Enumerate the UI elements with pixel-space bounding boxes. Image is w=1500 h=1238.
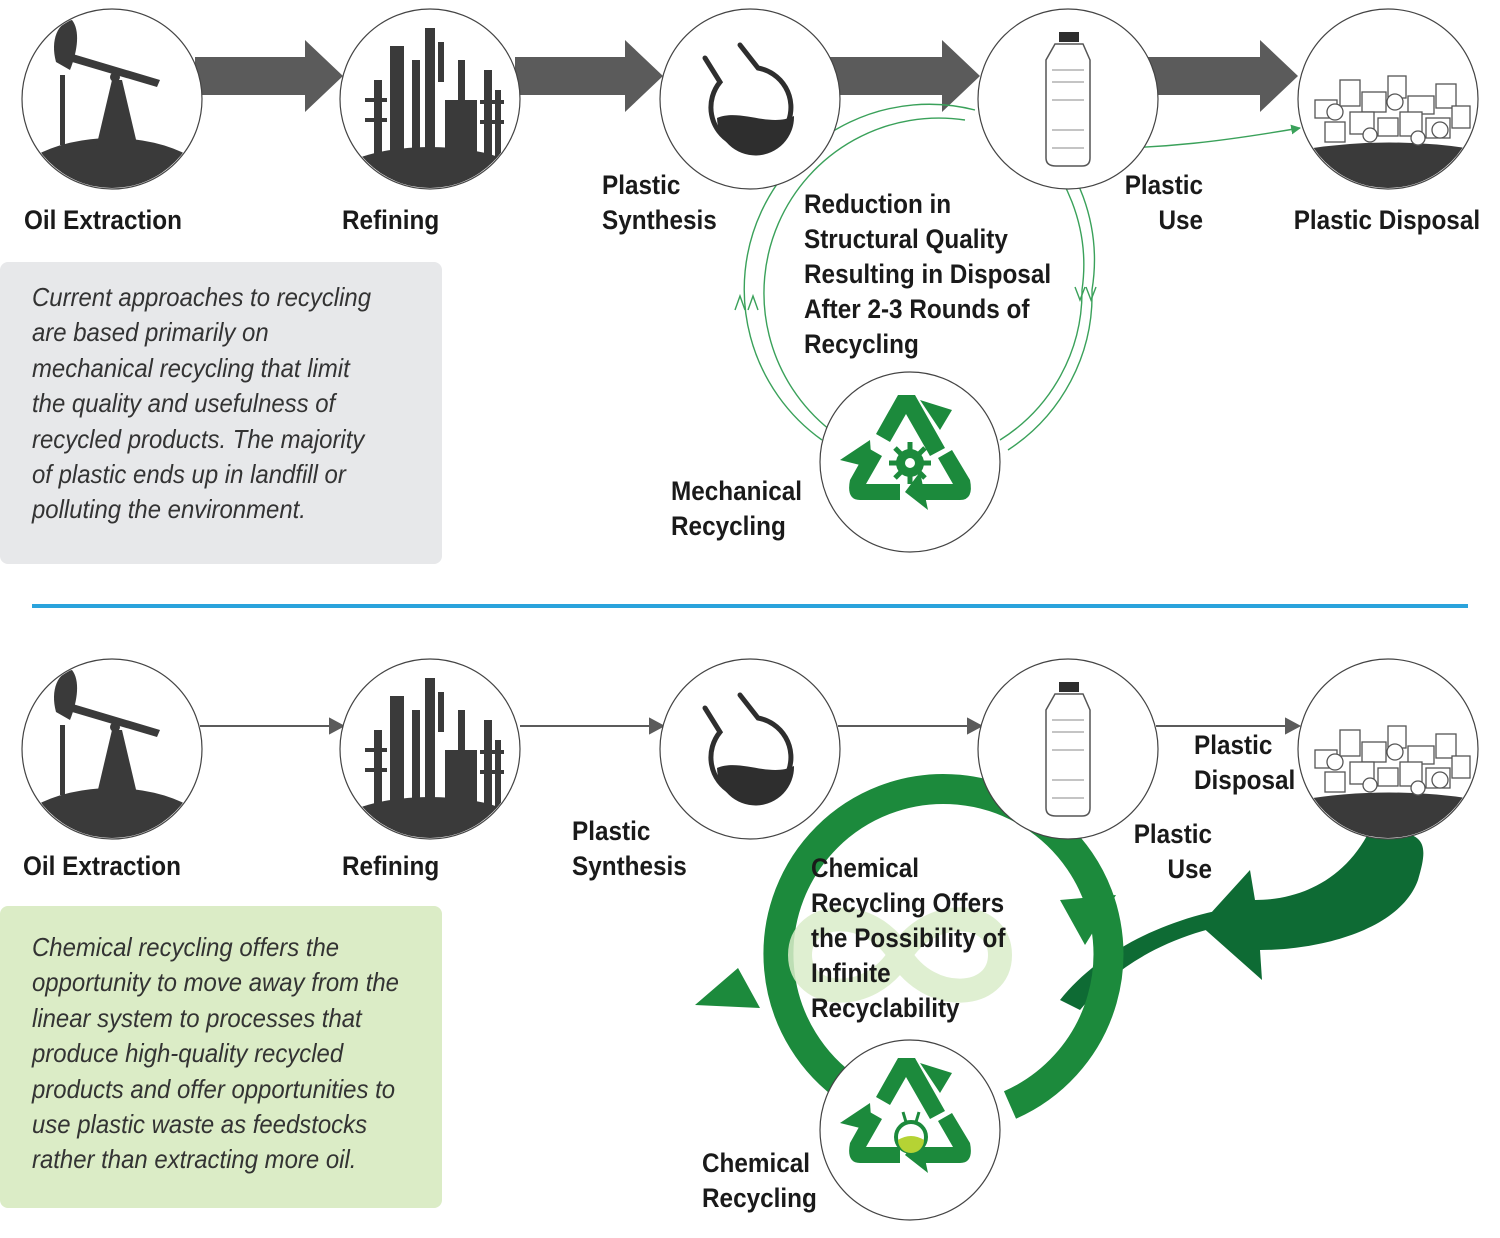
description-line: polluting the environment. — [32, 494, 306, 525]
description-line: products and offer opportunities to — [32, 1073, 396, 1104]
description-line: linear system to processes that — [32, 1002, 362, 1033]
stage-plastic-synthesis-2: Plastic Synthesis — [572, 814, 687, 884]
waste-pile-icon — [1297, 8, 1479, 190]
recycling-label-line: Mechanical — [671, 476, 803, 506]
stage-plastic-disposal-2: Plastic Disposal — [1194, 728, 1295, 798]
loop-text-line: Chemical — [811, 853, 920, 883]
return-arrow — [1060, 830, 1424, 1010]
description-line: Current approaches to recycling — [32, 282, 372, 312]
flask-icon — [659, 8, 841, 190]
stage-plastic-disposal: Plastic Disposal — [1293, 205, 1480, 235]
arrow-extraction-refining — [195, 40, 343, 112]
stage-refining-2: Refining — [342, 851, 440, 881]
stage-label-line: Plastic — [1194, 730, 1273, 760]
stage-label-line: Synthesis — [572, 851, 687, 881]
bottle-icon-2 — [977, 658, 1159, 840]
thin-flow-arrows — [200, 717, 1302, 735]
description-line: Chemical recycling offers the — [32, 932, 340, 962]
description-line: the quality and usefulness of — [32, 388, 336, 419]
waste-pile-icon-2 — [1297, 658, 1479, 840]
infinity-icon — [787, 907, 1013, 1003]
chemical-description-box: Chemical recycling offers the opportunit… — [0, 906, 442, 1208]
recycling-label-line: Recycling — [671, 511, 786, 541]
chemical-recycling-label: Chemical Recycling — [702, 1146, 817, 1216]
loop-text-line: Recyclability — [811, 993, 960, 1023]
oil-pump-icon-2 — [21, 658, 203, 840]
section-divider — [32, 604, 1468, 608]
mechanical-description-box: Current approaches to recycling are base… — [0, 262, 442, 564]
stage-label-line: Use — [1158, 205, 1203, 235]
stage-oil-extraction-2: Oil Extraction — [23, 851, 181, 881]
stage-label-line: Plastic — [572, 816, 651, 846]
stage-label-line: Synthesis — [602, 205, 717, 235]
description-line: opportunity to move away from the — [32, 967, 399, 998]
flask-icon-2 — [659, 658, 841, 840]
stage-label-line: Plastic — [1133, 819, 1212, 849]
stage-plastic-synthesis: Plastic Synthesis — [602, 168, 717, 238]
loop-text-line: Reduction in — [804, 189, 952, 219]
loop-text-line: Infinite — [811, 958, 891, 988]
arrow-refining-synthesis — [515, 40, 663, 112]
stage-label-line: Plastic — [1124, 170, 1203, 200]
thick-flow-arrows — [195, 40, 1298, 112]
loop-text-line: the Possibility of — [811, 923, 1006, 953]
recycling-label-line: Chemical — [702, 1148, 811, 1178]
chemical-description: Chemical recycling offers the opportunit… — [32, 930, 399, 1178]
mechanical-recycling-label: Mechanical Recycling — [671, 474, 802, 544]
refinery-icon-2 — [339, 658, 521, 840]
refinery-icon — [339, 8, 521, 190]
loop-text-line: Recycling — [804, 329, 919, 359]
recycling-label-line: Recycling — [702, 1183, 817, 1213]
bottle-icon — [977, 8, 1159, 190]
arrow-synthesis-use — [830, 40, 980, 112]
loop-text-line: Recycling Offers — [811, 888, 1005, 918]
stage-refining: Refining — [342, 205, 440, 235]
description-line: mechanical recycling that limit — [32, 352, 350, 383]
stage-oil-extraction: Oil Extraction — [24, 205, 182, 235]
stage-plastic-use-2: Plastic Use — [1134, 817, 1212, 887]
stage-label-line: Use — [1167, 854, 1212, 884]
description-line: of plastic ends up in landfill or — [32, 459, 346, 490]
mechanical-description: Current approaches to recycling are base… — [32, 280, 371, 528]
chemical-loop-text: Chemical Recycling Offers the Possibilit… — [811, 851, 1005, 1026]
oil-pump-icon — [21, 8, 203, 190]
recycle-gear-icon — [819, 371, 1001, 553]
stage-plastic-use: Plastic Use — [1125, 168, 1203, 238]
mechanical-loop-lines — [734, 103, 1301, 451]
description-line: recycled products. The majority — [32, 423, 365, 454]
loop-text-line: Resulting in Disposal — [804, 259, 1052, 289]
description-line: rather than extracting more oil. — [32, 1144, 357, 1175]
mechanical-loop-text: Reduction in Structural Quality Resultin… — [804, 187, 1051, 362]
chemical-loop-ring — [695, 774, 1124, 1119]
loop-text-line: Structural Quality — [804, 224, 1008, 254]
description-line: produce high-quality recycled — [32, 1038, 344, 1069]
description-line: are based primarily on — [32, 317, 269, 348]
stage-label-line: Disposal — [1194, 765, 1296, 795]
stage-label-line: Plastic — [602, 170, 681, 200]
loop-text-line: After 2-3 Rounds of — [804, 294, 1030, 324]
description-line: use plastic waste as feedstocks — [32, 1109, 368, 1140]
recycle-flask-icon — [819, 1039, 1001, 1221]
arrow-use-disposal — [1148, 40, 1298, 112]
